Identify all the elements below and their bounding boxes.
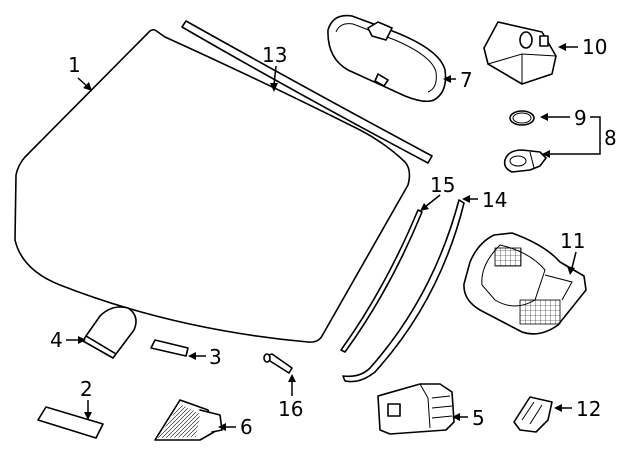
callout-10: 10	[582, 35, 607, 59]
windshield-part[interactable]	[14, 29, 411, 343]
cover-pad-part[interactable]	[82, 306, 137, 359]
upper-molding-part[interactable]	[181, 20, 433, 164]
callout-8: 8	[604, 126, 617, 150]
callout-11: 11	[560, 229, 585, 253]
interior-cover-part[interactable]	[463, 232, 587, 335]
callout-15: 15	[430, 173, 455, 197]
small-plate-part[interactable]	[150, 339, 189, 357]
rearview-mirror-part[interactable]	[327, 14, 447, 103]
callout-7: 7	[460, 68, 473, 92]
callout-2: 2	[80, 377, 93, 401]
callout-4: 4	[50, 328, 63, 352]
callout-6: 6	[240, 415, 253, 439]
side-molding-part[interactable]	[342, 199, 465, 383]
pin-part[interactable]	[263, 353, 293, 374]
callout-12: 12	[576, 397, 601, 421]
callout-1: 1	[68, 53, 81, 77]
callout-13: 13	[262, 43, 287, 67]
callout-labels: 1 2 3 4 5 6 7 8 9 10 11 12 13 14 15 16	[50, 35, 617, 439]
sensor-clip-part[interactable]	[503, 149, 547, 173]
callout-3: 3	[209, 345, 222, 369]
module-part[interactable]	[377, 383, 455, 435]
seal-ring-part[interactable]	[509, 110, 535, 126]
callout-14: 14	[482, 188, 507, 212]
side-strip-part[interactable]	[340, 209, 423, 353]
callout-9: 9	[574, 106, 587, 130]
rain-sensor-part[interactable]	[483, 21, 557, 85]
callout-5: 5	[472, 406, 485, 430]
callout-16: 16	[278, 397, 303, 421]
pad-part[interactable]	[37, 406, 104, 439]
leader-lines	[66, 43, 601, 431]
clip-part[interactable]	[513, 396, 553, 433]
bracket-part[interactable]	[154, 399, 223, 441]
